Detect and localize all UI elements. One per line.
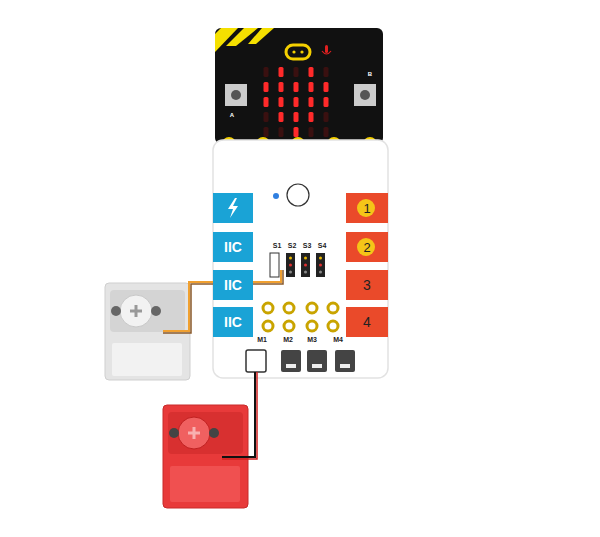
expansion-board: [213, 140, 388, 378]
servo-pin-label: S2: [288, 242, 297, 249]
led-dot: [273, 193, 279, 199]
servo-header: [270, 253, 279, 277]
servo-pin-label: S4: [318, 242, 327, 249]
motor-terminals: [263, 303, 338, 331]
connector: [307, 350, 327, 372]
led: [324, 67, 329, 77]
numbered-port-ground: [346, 232, 388, 262]
led: [294, 127, 299, 137]
led: [324, 82, 329, 92]
iic-port: IIC: [213, 232, 253, 262]
led: [279, 97, 284, 107]
led: [264, 67, 269, 77]
led: [279, 82, 284, 92]
led: [309, 127, 314, 137]
motor-label: M3: [307, 336, 317, 343]
port-label: IIC: [224, 278, 242, 292]
port-label: 4: [363, 315, 371, 329]
button-label: A: [230, 112, 234, 118]
led: [324, 97, 329, 107]
iic-port: IIC: [213, 307, 253, 337]
led: [309, 67, 314, 77]
iic-port: IIC: [213, 270, 253, 300]
connector: [335, 350, 355, 372]
lightning-symbol: [228, 198, 238, 218]
callout-circle: [357, 199, 375, 217]
port-label: IIC: [224, 315, 242, 329]
port-label: 3: [363, 278, 371, 292]
mic-icon: [325, 45, 328, 53]
led: [309, 82, 314, 92]
servo-wire: [222, 372, 255, 457]
stripe: [248, 28, 274, 44]
port-label: 2: [363, 241, 370, 254]
numbered-port-ground: [346, 193, 388, 223]
led-matrix: [264, 67, 329, 137]
led: [264, 97, 269, 107]
led: [294, 67, 299, 77]
port-label: IIC: [224, 240, 242, 254]
numbered-port: 3: [346, 270, 388, 300]
connector: [246, 350, 266, 372]
servo-header: [286, 253, 325, 277]
led: [294, 97, 299, 107]
motor-label: M1: [257, 336, 267, 343]
button-b: [354, 84, 376, 106]
port-label: 1: [363, 202, 370, 215]
numbered-port: 4: [346, 307, 388, 337]
numbered-port: 2: [346, 232, 388, 262]
led: [309, 97, 314, 107]
led: [294, 82, 299, 92]
logo: [286, 45, 310, 59]
motor-label: M4: [333, 336, 343, 343]
led: [264, 127, 269, 137]
numbered-port: 1: [346, 193, 388, 223]
led: [324, 112, 329, 122]
button-label: B: [368, 71, 372, 77]
servo-pin-label: S3: [303, 242, 312, 249]
power-port: [213, 193, 253, 223]
led: [324, 127, 329, 137]
led: [264, 112, 269, 122]
led: [264, 82, 269, 92]
callout-circle: [357, 238, 375, 256]
reset-button: [287, 184, 309, 206]
led: [294, 112, 299, 122]
motor-label: M2: [283, 336, 293, 343]
button-a: [225, 84, 247, 106]
led: [279, 112, 284, 122]
led: [279, 127, 284, 137]
connector: [281, 350, 301, 372]
led: [279, 67, 284, 77]
microbit-board: [215, 28, 383, 144]
servo-pin-label: S1: [273, 242, 282, 249]
led: [309, 112, 314, 122]
